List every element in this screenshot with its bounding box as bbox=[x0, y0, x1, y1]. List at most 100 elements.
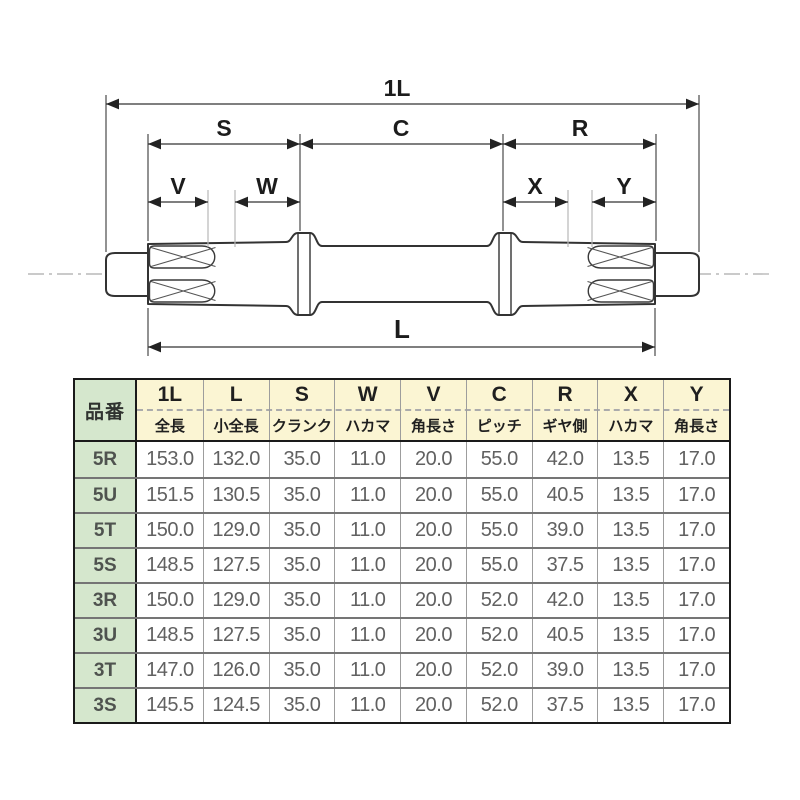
product-code: 5S bbox=[75, 549, 137, 582]
value-cell: 127.5 bbox=[202, 619, 269, 652]
product-code: 5T bbox=[75, 514, 137, 547]
value-cell: 40.5 bbox=[531, 479, 598, 512]
header-name: 角長さ bbox=[674, 417, 720, 435]
value-cell: 20.0 bbox=[400, 479, 466, 512]
value-cell: 17.0 bbox=[663, 549, 729, 582]
header-name: 全長 bbox=[154, 417, 185, 435]
dim-label-Y: Y bbox=[616, 173, 631, 199]
value-cell: 153.0 bbox=[146, 448, 194, 470]
value-cell: 147.0 bbox=[146, 659, 194, 681]
value-cell: 35.0 bbox=[268, 619, 335, 652]
value-cell: 11.0 bbox=[334, 619, 400, 652]
taper-flats bbox=[148, 245, 655, 303]
header-name: ギヤ側 bbox=[542, 417, 588, 435]
value-cell: 20.0 bbox=[400, 549, 466, 582]
value-cell: 126.0 bbox=[202, 654, 269, 687]
value-cell: 17.0 bbox=[663, 442, 729, 477]
header-name: 小全長 bbox=[213, 417, 259, 435]
left-stub bbox=[105, 252, 151, 297]
value-cell: 11.0 bbox=[334, 442, 400, 477]
value-cell: 52.0 bbox=[465, 689, 532, 722]
value-cell: 52.0 bbox=[465, 619, 532, 652]
value-cell: 37.5 bbox=[531, 689, 598, 722]
value-cell: 13.5 bbox=[597, 584, 663, 617]
value-cell: 55.0 bbox=[465, 479, 532, 512]
dim-label-1L: 1L bbox=[384, 75, 411, 101]
taper-cross-marks bbox=[150, 246, 653, 302]
dim-label-X: X bbox=[527, 173, 543, 199]
value-cell: 17.0 bbox=[663, 584, 729, 617]
value-cell: 13.5 bbox=[597, 654, 663, 687]
header-symbol: 1L bbox=[157, 383, 183, 406]
product-code: 3S bbox=[75, 689, 137, 722]
value-cell: 39.0 bbox=[531, 514, 598, 547]
header-name: 角長さ bbox=[410, 417, 456, 435]
value-cell: 35.0 bbox=[268, 584, 335, 617]
value-cell: 17.0 bbox=[663, 654, 729, 687]
product-code: 3T bbox=[75, 654, 137, 687]
value-cell: 20.0 bbox=[400, 514, 466, 547]
product-code: 5U bbox=[75, 479, 137, 512]
value-cell: 13.5 bbox=[597, 549, 663, 582]
header-name: ピッチ bbox=[476, 417, 522, 435]
value-cell: 129.0 bbox=[202, 584, 269, 617]
header-col-L: L 小全長 bbox=[202, 380, 269, 440]
value-cell: 35.0 bbox=[268, 654, 335, 687]
value-cell: 127.5 bbox=[202, 549, 269, 582]
header-symbol: C bbox=[491, 383, 507, 406]
dim-label-R: R bbox=[572, 115, 589, 141]
value-cell: 11.0 bbox=[334, 584, 400, 617]
value-cell: 55.0 bbox=[465, 514, 532, 547]
value-cell: 148.5 bbox=[146, 554, 194, 576]
dim-label-V: V bbox=[170, 173, 186, 199]
header-dashed-divider bbox=[137, 409, 729, 411]
value-cell: 20.0 bbox=[400, 654, 466, 687]
value-cell: 17.0 bbox=[663, 689, 729, 722]
value-cell: 11.0 bbox=[334, 654, 400, 687]
value-cell: 52.0 bbox=[465, 654, 532, 687]
value-cell: 17.0 bbox=[663, 619, 729, 652]
header-name: ハカマ bbox=[608, 417, 654, 435]
spindle-diagram: 1L S C R V W X Y L bbox=[28, 75, 772, 356]
header-col-1L: 1L 全長 bbox=[137, 380, 203, 440]
value-cell: 37.5 bbox=[531, 549, 598, 582]
header-symbol: L bbox=[229, 383, 243, 406]
right-stub bbox=[652, 252, 700, 297]
value-cell: 55.0 bbox=[465, 442, 532, 477]
product-code: 5R bbox=[75, 442, 137, 477]
value-cell: 151.5 bbox=[146, 484, 194, 506]
header-symbol: X bbox=[623, 383, 638, 406]
value-cell: 20.0 bbox=[400, 584, 466, 617]
value-cell: 40.5 bbox=[531, 619, 598, 652]
spindle-body bbox=[147, 232, 656, 316]
value-cell: 35.0 bbox=[268, 549, 335, 582]
header-name: クランク bbox=[271, 417, 332, 435]
dim-label-W: W bbox=[256, 173, 278, 199]
value-cell: 130.5 bbox=[202, 479, 269, 512]
value-cell: 20.0 bbox=[400, 619, 466, 652]
value-cell: 11.0 bbox=[334, 549, 400, 582]
value-cell: 35.0 bbox=[268, 479, 335, 512]
dim-label-L: L bbox=[394, 314, 410, 344]
value-cell: 13.5 bbox=[597, 442, 663, 477]
value-cell: 13.5 bbox=[597, 689, 663, 722]
value-cell: 35.0 bbox=[268, 514, 335, 547]
value-cell: 17.0 bbox=[663, 514, 729, 547]
value-cell: 13.5 bbox=[597, 619, 663, 652]
